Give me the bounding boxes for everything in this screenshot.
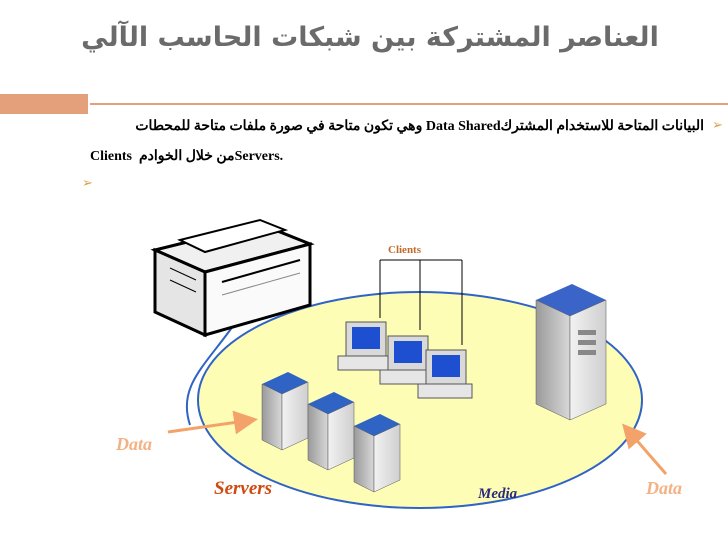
bullet-1-via: من خلال الخوادم <box>139 149 235 164</box>
bullet-1-clients: Clients <box>90 149 132 164</box>
server-icon <box>261 372 309 451</box>
clients-label: Clients <box>388 244 421 256</box>
media-label: Media <box>478 486 518 502</box>
title-rule <box>90 103 728 105</box>
slide-title: العناصر المشتركة بين شبكات الحاسب الآلي <box>81 22 659 53</box>
bullet-1-tail: البيانات المتاحة للاستخدام المشترك <box>500 119 704 134</box>
arrow-icon <box>167 410 258 435</box>
data-label-right: Data <box>646 478 682 498</box>
workstation-icon <box>417 349 473 399</box>
clients-bracket <box>379 259 463 345</box>
bullet-arrow-icon: ➢ <box>82 176 93 191</box>
data-label-left: Data <box>116 434 152 454</box>
server-icon <box>307 392 355 471</box>
bullet-1-latin: Data Shared <box>425 119 501 134</box>
printer-icon <box>150 218 315 338</box>
workstation-icon <box>337 321 393 371</box>
server-icon <box>535 284 607 421</box>
bullet-arrow-icon: ➢ <box>712 118 723 133</box>
arrow-icon <box>622 423 668 475</box>
bullet-1-servers: Servers. <box>234 149 284 164</box>
bullet-1-line-2: Clients من خلال الخوادمServers. <box>90 148 283 165</box>
servers-label: Servers <box>214 478 273 499</box>
title-accent-bar <box>0 94 88 114</box>
bullet-1: البيانات المتاحة للاستخدام المشتركData S… <box>135 118 704 135</box>
bullet-1-text: وهي تكون متاحة في صورة ملفات متاحة للمحط… <box>135 119 423 134</box>
server-icon <box>353 414 401 493</box>
